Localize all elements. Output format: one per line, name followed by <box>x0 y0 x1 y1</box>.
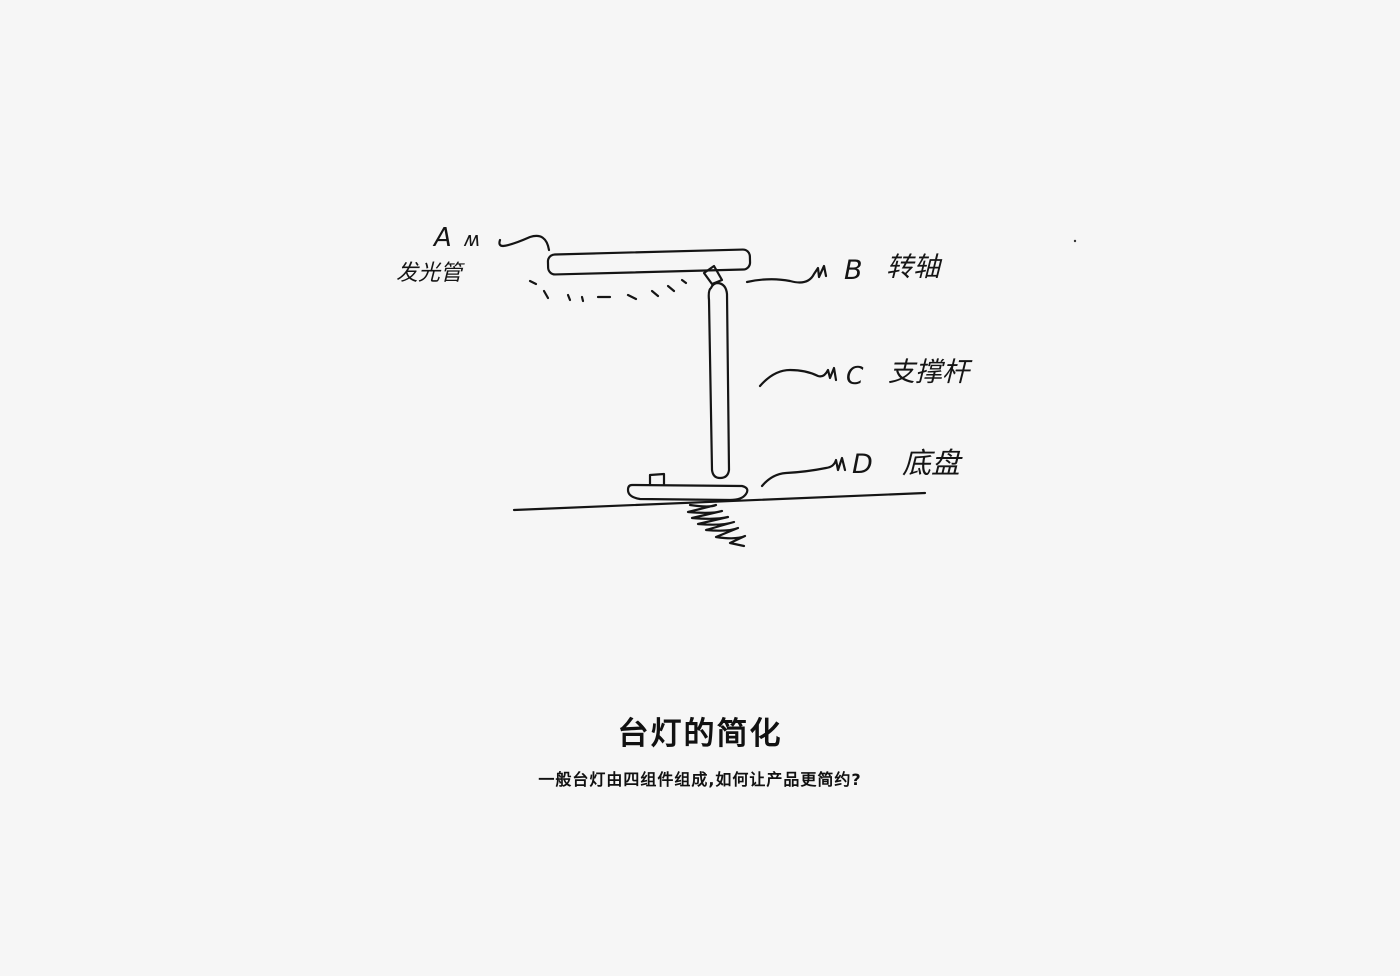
paper-dot <box>1073 239 1077 243</box>
caption-subtitle: 一般台灯由四组件组成,如何让产品更简约? <box>538 770 862 789</box>
label-c-letter: C <box>846 361 864 390</box>
lamp-base-switch <box>648 472 666 487</box>
label-a-name: 发光管 <box>396 261 465 286</box>
label-b-letter: B <box>844 255 863 286</box>
leader-b <box>745 264 828 284</box>
label-c-name: 支撑杆 <box>888 357 973 388</box>
label-d-name: 底盘 <box>902 446 963 480</box>
lamp-base <box>626 483 749 502</box>
lamp-light-tube <box>546 248 752 276</box>
label-a-mark: ʍ <box>463 227 480 251</box>
caption-title: 台灯的简化 <box>617 716 783 752</box>
label-b-name: 转轴 <box>886 252 943 283</box>
spring-scribble <box>686 503 747 548</box>
lamp-pivot <box>702 264 724 286</box>
leader-a <box>498 234 551 252</box>
label-a-letter: A <box>432 223 452 253</box>
table-surface <box>512 491 927 512</box>
label-d-letter: D <box>852 449 873 480</box>
leader-c <box>758 366 838 388</box>
lamp-support-rod <box>707 281 731 480</box>
leader-d <box>760 456 847 488</box>
light-rays <box>528 278 688 303</box>
